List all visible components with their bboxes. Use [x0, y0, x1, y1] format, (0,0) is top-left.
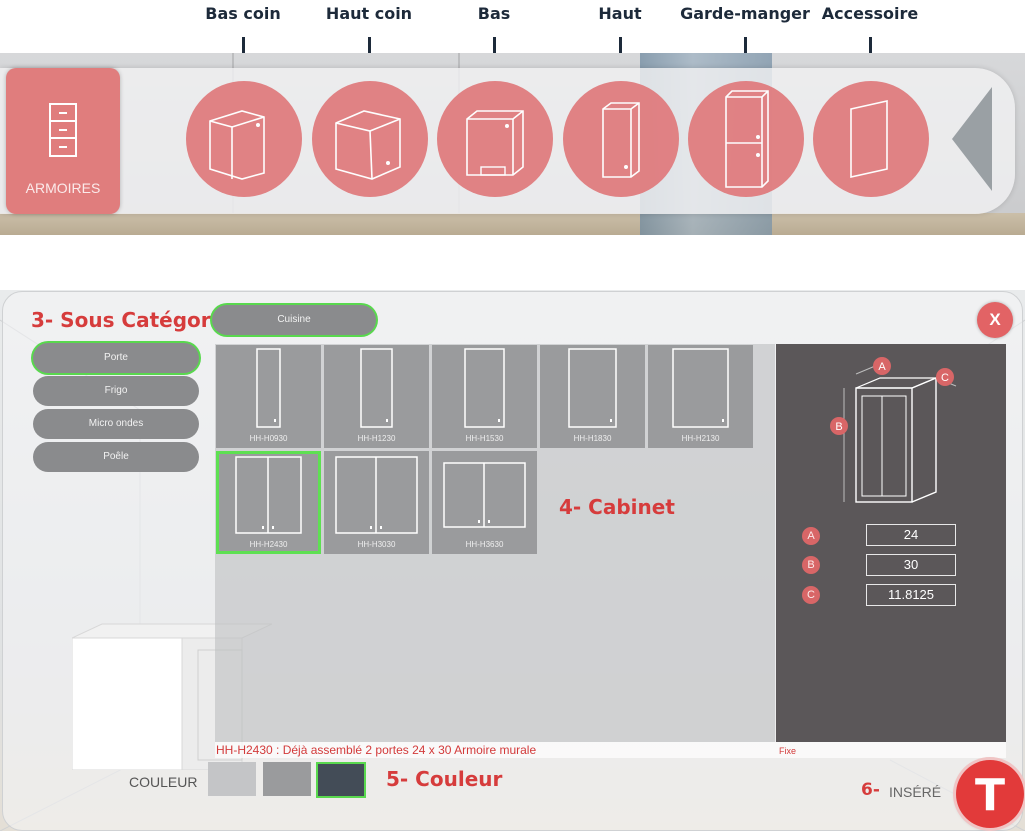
- cabinet-tile-hh-h3630[interactable]: HH-H3630: [432, 451, 537, 554]
- subcategory-poele[interactable]: Poêle: [33, 442, 199, 472]
- annotation-sous-categorie: 3- Sous Catégorie: [31, 308, 232, 332]
- description-bar: [215, 742, 1006, 758]
- bas-coin-button[interactable]: [186, 81, 302, 197]
- cabinet-tile-hh-h1230[interactable]: HH-H1230: [324, 345, 429, 448]
- insert-label: INSÉRÉ: [889, 784, 942, 800]
- haut-coin-button[interactable]: [312, 81, 428, 197]
- dim-badge-a: A: [802, 527, 820, 545]
- annotation-cabinet: 4- Cabinet: [559, 495, 675, 519]
- single-door-cabinet-icon: [568, 348, 617, 428]
- cabinet-code: HH-H1830: [573, 434, 612, 443]
- dim-badge-c: C: [802, 586, 820, 604]
- haut-button[interactable]: [563, 81, 679, 197]
- single-door-cabinet-icon: [256, 348, 281, 428]
- cabinet-code: HH-H0930: [249, 434, 288, 443]
- dimension-a-field[interactable]: 24: [866, 524, 956, 546]
- subcategory-frigo[interactable]: Frigo: [33, 376, 199, 406]
- single-door-cabinet-icon: [464, 348, 505, 428]
- insert-button-glyph: T: [974, 770, 1005, 821]
- cabinet-code: HH-H3630: [465, 540, 504, 549]
- dim-badge-b: B: [802, 556, 820, 574]
- status-text: Fixe: [779, 746, 797, 756]
- diagram-label-c: C: [941, 372, 949, 384]
- base-cabinet-icon: [466, 110, 524, 176]
- annotation-insere: 6-: [861, 780, 880, 800]
- cabinet-code: HH-H1230: [357, 434, 396, 443]
- subcategory-porte[interactable]: Porte: [33, 343, 199, 373]
- armoires-label: ARMOIRES: [25, 180, 101, 196]
- label-pointer: [869, 37, 872, 53]
- color-swatch-light-gray[interactable]: [208, 762, 256, 796]
- category-label-bas: Bas: [477, 4, 511, 23]
- dimension-b-field[interactable]: 30: [866, 554, 956, 576]
- dimension-c-field[interactable]: 11.8125: [866, 584, 956, 606]
- diagram-label-a: A: [878, 361, 886, 373]
- color-label: COULEUR: [129, 774, 198, 790]
- single-door-cabinet-icon: [360, 348, 393, 428]
- pantry-cabinet-icon: [725, 90, 769, 188]
- double-door-cabinet-icon: [235, 456, 302, 534]
- garde-manger-button[interactable]: [688, 81, 804, 197]
- armoires-button[interactable]: ARMOIRES: [6, 68, 120, 214]
- color-swatch-dark-slate[interactable]: [316, 762, 366, 798]
- dimensions-panel: A C B: [776, 344, 1006, 742]
- cabinet-tile-hh-h1530[interactable]: HH-H1530: [432, 345, 537, 448]
- category-dropdown[interactable]: Cuisine: [212, 305, 376, 335]
- cabinet-description: HH-H2430 : Déjà assemblé 2 portes 24 x 3…: [216, 743, 537, 757]
- bas-button[interactable]: [437, 81, 553, 197]
- drawer-cabinet-icon: [49, 103, 77, 157]
- cabinet-dimension-diagram: A C B: [830, 357, 957, 503]
- category-label-bas-coin: Bas coin: [205, 4, 281, 23]
- single-door-cabinet-icon: [672, 348, 729, 428]
- close-button[interactable]: X: [977, 302, 1013, 338]
- subcategory-micro-ondes[interactable]: Micro ondes: [33, 409, 199, 439]
- cabinet-code: HH-H2130: [681, 434, 720, 443]
- insert-button[interactable]: T: [956, 760, 1024, 828]
- cabinet-code: HH-H2430: [249, 540, 288, 549]
- double-door-cabinet-icon: [335, 456, 418, 534]
- category-label-accessoire: Accessoire: [821, 4, 919, 23]
- corner-base-cabinet-icon: [209, 110, 265, 180]
- color-swatch-gray[interactable]: [263, 762, 311, 796]
- diagram-label-b: B: [835, 421, 842, 433]
- label-pointer: [744, 37, 747, 53]
- wall-cabinet-icon: [602, 102, 640, 178]
- annotation-couleur: 5- Couleur: [386, 767, 503, 791]
- accessoire-button[interactable]: [813, 81, 929, 197]
- cabinet-tile-hh-h1830[interactable]: HH-H1830: [540, 345, 645, 448]
- accessory-panel-icon: [850, 100, 888, 178]
- category-label-haut: Haut: [598, 4, 642, 23]
- label-pointer: [242, 37, 245, 53]
- cabinet-code: HH-H1530: [465, 434, 504, 443]
- label-pointer: [619, 37, 622, 53]
- cabinet-tile-hh-h0930[interactable]: HH-H0930: [216, 345, 321, 448]
- cabinet-tile-hh-h2130[interactable]: HH-H2130: [648, 345, 753, 448]
- cabinet-tile-hh-h3030[interactable]: HH-H3030: [324, 451, 429, 554]
- category-label-garde-manger: Garde-manger: [680, 4, 810, 23]
- category-label-haut-coin: Haut coin: [325, 4, 413, 23]
- cabinet-code: HH-H3030: [357, 540, 396, 549]
- scroll-left-arrow-icon[interactable]: [952, 87, 992, 191]
- double-door-cabinet-icon: [443, 462, 526, 528]
- cabinet-tile-hh-h2430[interactable]: HH-H2430: [216, 451, 321, 554]
- label-pointer: [368, 37, 371, 53]
- label-pointer: [493, 37, 496, 53]
- corner-wall-cabinet-icon: [335, 110, 401, 180]
